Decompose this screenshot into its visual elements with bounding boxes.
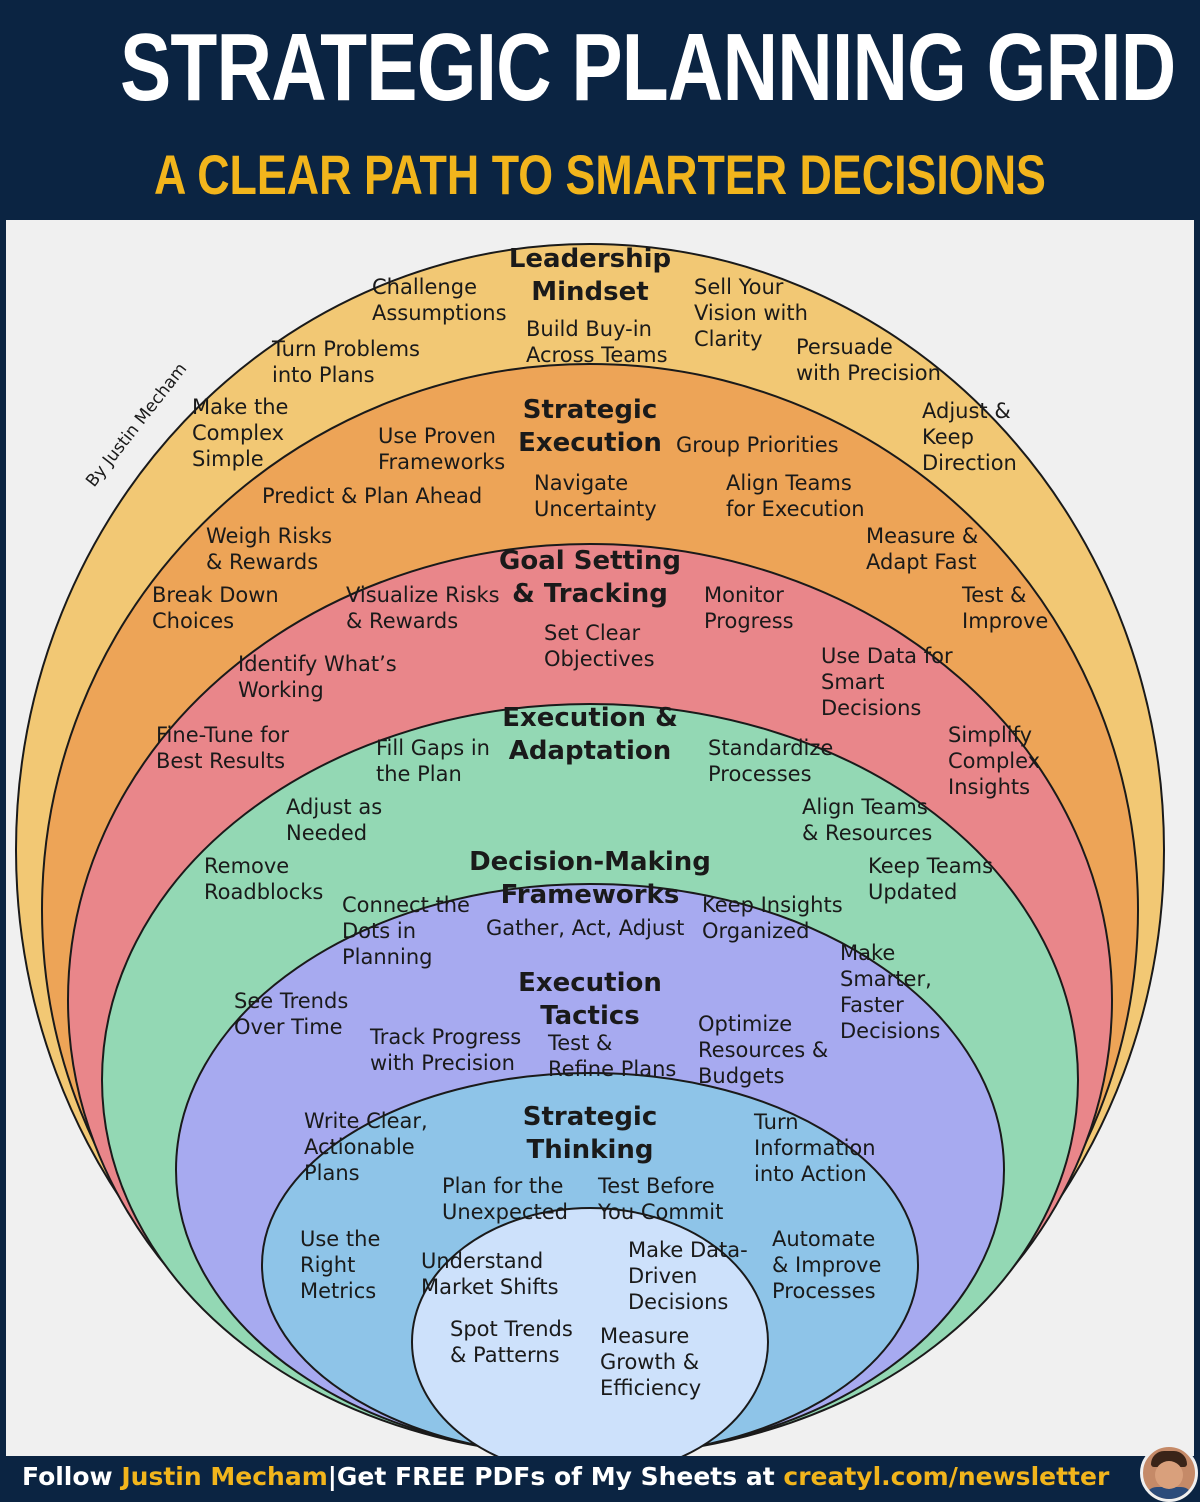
- page-subtitle: A CLEAR PATH TO SMARTER DECISIONS: [154, 143, 1046, 206]
- ring-strategic-thinking: [411, 1207, 769, 1456]
- ring-item: Spot Trends& Patterns: [450, 1317, 573, 1367]
- header-banner: STRATEGIC PLANNING GRID A CLEAR PATH TO …: [0, 0, 1200, 216]
- ring-item: Gather, Act, Adjust: [486, 916, 684, 940]
- footer-author-link[interactable]: Justin Mecham: [121, 1462, 328, 1491]
- footer-bar: Follow Justin Mecham|Get FREE PDFs of My…: [0, 1444, 1200, 1502]
- ring-item: Test &Refine Plans: [547, 1031, 676, 1081]
- ring-item: Measure &Adapt Fast: [866, 524, 978, 574]
- ring-item: Test &Improve: [961, 583, 1048, 633]
- ring-item: Visualize Risks& Rewards: [346, 583, 500, 633]
- footer-follow: Follow: [22, 1462, 113, 1491]
- ring-item: Align Teams& Resources: [802, 795, 932, 845]
- ring-item: Group Priorities: [676, 433, 839, 457]
- ring-item: Weigh Risks& Rewards: [206, 524, 332, 574]
- page-title: STRATEGIC PLANNING GRID: [120, 14, 1176, 121]
- ring-heading-execution-adaptation: Execution &Adaptation: [502, 703, 678, 766]
- footer-cta: Get FREE PDFs of My Sheets at: [336, 1462, 775, 1491]
- footer-separator: |: [327, 1462, 337, 1491]
- ring-heading-goal-setting-tracking: Goal Setting& Tracking: [499, 546, 681, 609]
- footer-newsletter-link[interactable]: creatyl.com/newsletter: [783, 1462, 1110, 1491]
- footer-text: Follow Justin Mecham|Get FREE PDFs of My…: [22, 1462, 1109, 1491]
- author-avatar: [1140, 1444, 1198, 1502]
- ring-item: Predict & Plan Ahead: [262, 484, 482, 508]
